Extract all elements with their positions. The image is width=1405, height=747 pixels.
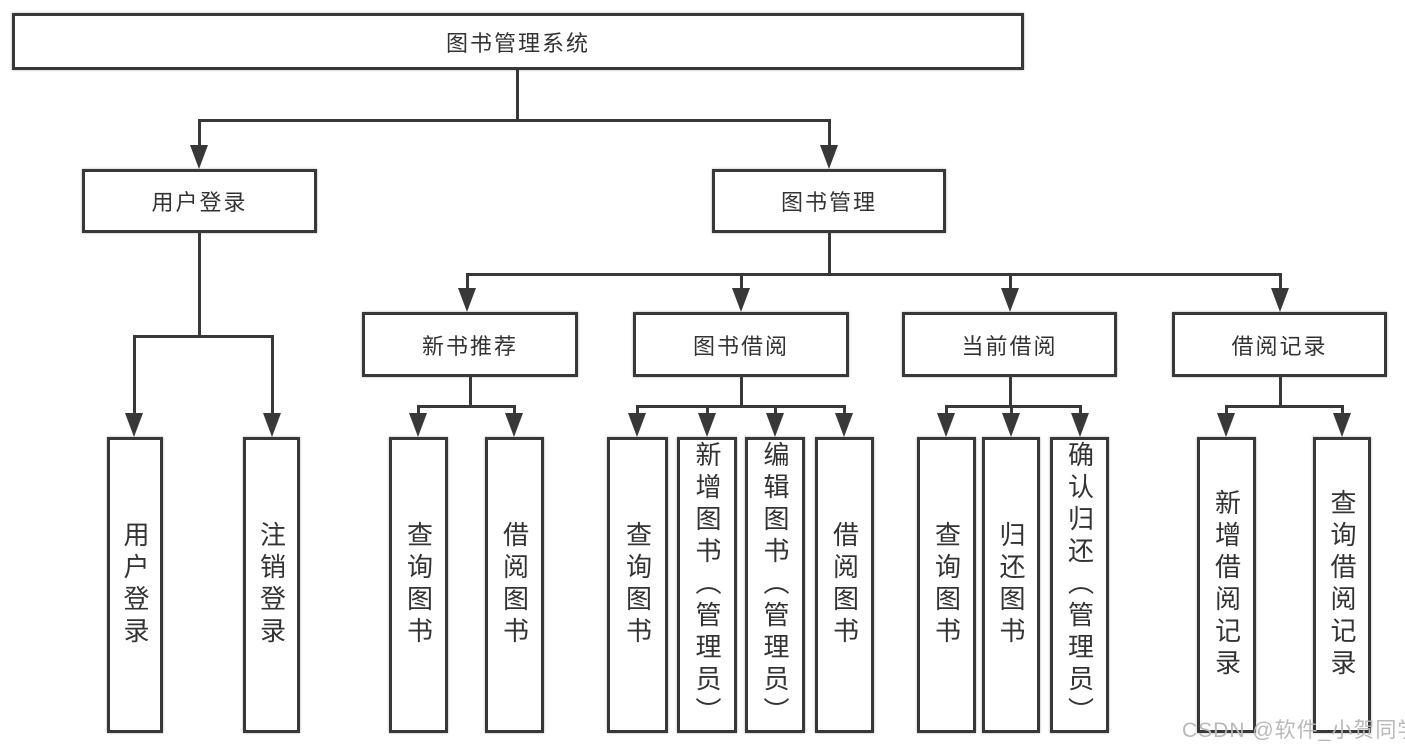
arrowhead-g4-l3 (1071, 413, 1089, 437)
connector-current-borrow-stub (1009, 377, 1012, 405)
node-current-borrowing-label: 当前借阅 (961, 333, 1058, 359)
csdn-watermark: CSDN @软件_小贺同学 (1182, 719, 1405, 742)
leaf-add-books-admin-label: 新增图书（管理员） (692, 441, 722, 729)
arrowhead-g4-l1 (937, 413, 955, 437)
connector-current-borrow-bus (946, 405, 1080, 408)
connector-drop-leaf-login (133, 335, 136, 415)
arrowhead-g3-l2 (698, 413, 716, 437)
leaf-confirm-return-admin-label: 确认归还（管理员） (1064, 441, 1095, 729)
node-book-management-label: 图书管理 (780, 190, 877, 215)
arrowhead-g5-l2 (1333, 413, 1351, 437)
leaf-borrow-books-recommend: 借阅图书 (485, 437, 544, 733)
connector-drop-book-borrow (740, 273, 743, 290)
connector-book-borrow-bus (637, 405, 844, 408)
arrowhead-current-borrow (1001, 288, 1019, 312)
connector-drop-g2-l1 (417, 405, 420, 415)
node-book-borrowing: 图书借阅 (633, 312, 849, 377)
leaf-query-books-borrowing: 查询图书 (607, 437, 668, 733)
leaf-user-login-label: 用户登录 (120, 521, 150, 649)
leaf-user-login: 用户登录 (107, 437, 163, 733)
arrowhead-g2-l1 (409, 413, 427, 437)
arrowhead-new-book (458, 288, 476, 312)
leaf-query-books-current: 查询图书 (917, 437, 976, 733)
connector-level3-bus (466, 273, 1280, 276)
node-borrowing-records: 借阅记录 (1172, 312, 1387, 377)
connector-level1-bus (198, 119, 831, 122)
connector-book-mgmt-stub (828, 233, 831, 273)
leaf-add-borrow-record-label: 新增借阅记录 (1211, 489, 1242, 681)
arrowhead-g4-l2 (1002, 413, 1020, 437)
connector-user-login-stub (198, 233, 201, 335)
leaf-query-books-current-label: 查询图书 (931, 521, 962, 649)
connector-drop-g3-l3 (774, 405, 777, 415)
arrowhead-book-mgmt (820, 145, 838, 169)
leaf-query-borrow-record-label: 查询借阅记录 (1327, 489, 1357, 681)
connector-borrow-records-bus (1226, 405, 1342, 408)
connector-drop-g4-l2 (1010, 405, 1013, 415)
connector-new-book-bus (418, 405, 514, 408)
leaf-edit-books-admin: 编辑图书（管理员） (745, 437, 805, 733)
connector-drop-leaf-logout (271, 335, 274, 415)
connector-drop-g2-l2 (513, 405, 516, 415)
leaf-borrow-books: 借阅图书 (815, 437, 874, 733)
leaf-query-books-recommend: 查询图书 (389, 437, 448, 733)
leaf-confirm-return-admin: 确认归还（管理员） (1050, 437, 1109, 733)
arrowhead-g3-l3 (766, 413, 784, 437)
leaf-return-books-label: 归还图书 (996, 521, 1026, 649)
connector-root-stub (516, 70, 519, 119)
arrowhead-g3-l1 (628, 413, 646, 437)
leaf-edit-books-admin-label: 编辑图书（管理员） (760, 441, 790, 729)
leaf-logout-label: 注销登录 (256, 521, 287, 649)
connector-drop-g4-l3 (1079, 405, 1082, 415)
leaf-borrow-books-recommend-label: 借阅图书 (499, 521, 530, 649)
connector-drop-g3-l1 (636, 405, 639, 415)
node-new-book-recommend-label: 新书推荐 (421, 333, 518, 359)
arrowhead-user-login (190, 145, 208, 169)
connector-new-book-stub (469, 377, 472, 405)
leaf-query-books-borrowing-label: 查询图书 (622, 521, 653, 649)
node-borrowing-records-label: 借阅记录 (1231, 333, 1328, 359)
connector-drop-borrow-records (1279, 273, 1282, 290)
leaf-logout: 注销登录 (243, 437, 300, 733)
connector-drop-user-login (198, 119, 201, 147)
connector-drop-current-borrow (1009, 273, 1012, 290)
leaf-query-books-recommend-label: 查询图书 (403, 521, 434, 649)
connector-drop-g3-l2 (706, 405, 709, 415)
arrowhead-book-borrow (732, 288, 750, 312)
node-user-login-label: 用户登录 (151, 190, 248, 215)
connector-drop-new-book (466, 273, 469, 290)
leaf-query-borrow-record: 查询借阅记录 (1313, 437, 1371, 733)
leaf-add-books-admin: 新增图书（管理员） (677, 437, 737, 733)
arrowhead-g2-l2 (505, 413, 523, 437)
arrowhead-borrow-records (1271, 288, 1289, 312)
node-root: 图书管理系统 (12, 13, 1024, 70)
arrowhead-leaf-login (125, 413, 143, 437)
connector-drop-g3-l4 (843, 405, 846, 415)
arrowhead-g5-l1 (1217, 413, 1235, 437)
connector-borrow-records-stub (1279, 377, 1282, 405)
connector-drop-g5-l1 (1225, 405, 1228, 415)
node-new-book-recommend: 新书推荐 (362, 312, 578, 377)
arrowhead-g3-l4 (835, 413, 853, 437)
connector-drop-book-mgmt (828, 119, 831, 147)
connector-user-login-bus (134, 335, 273, 338)
leaf-add-borrow-record: 新增借阅记录 (1197, 437, 1256, 733)
connector-book-borrow-stub (740, 377, 743, 405)
node-user-login: 用户登录 (82, 169, 317, 233)
leaf-borrow-books-label: 借阅图书 (829, 521, 860, 649)
node-current-borrowing: 当前借阅 (902, 312, 1117, 377)
node-root-label: 图书管理系统 (445, 30, 590, 56)
arrowhead-leaf-logout (263, 413, 281, 437)
connector-drop-g4-l1 (945, 405, 948, 415)
leaf-return-books: 归还图书 (982, 437, 1040, 733)
connector-drop-g5-l2 (1341, 405, 1344, 415)
node-book-borrowing-label: 图书借阅 (692, 333, 789, 359)
node-book-management: 图书管理 (712, 169, 946, 233)
